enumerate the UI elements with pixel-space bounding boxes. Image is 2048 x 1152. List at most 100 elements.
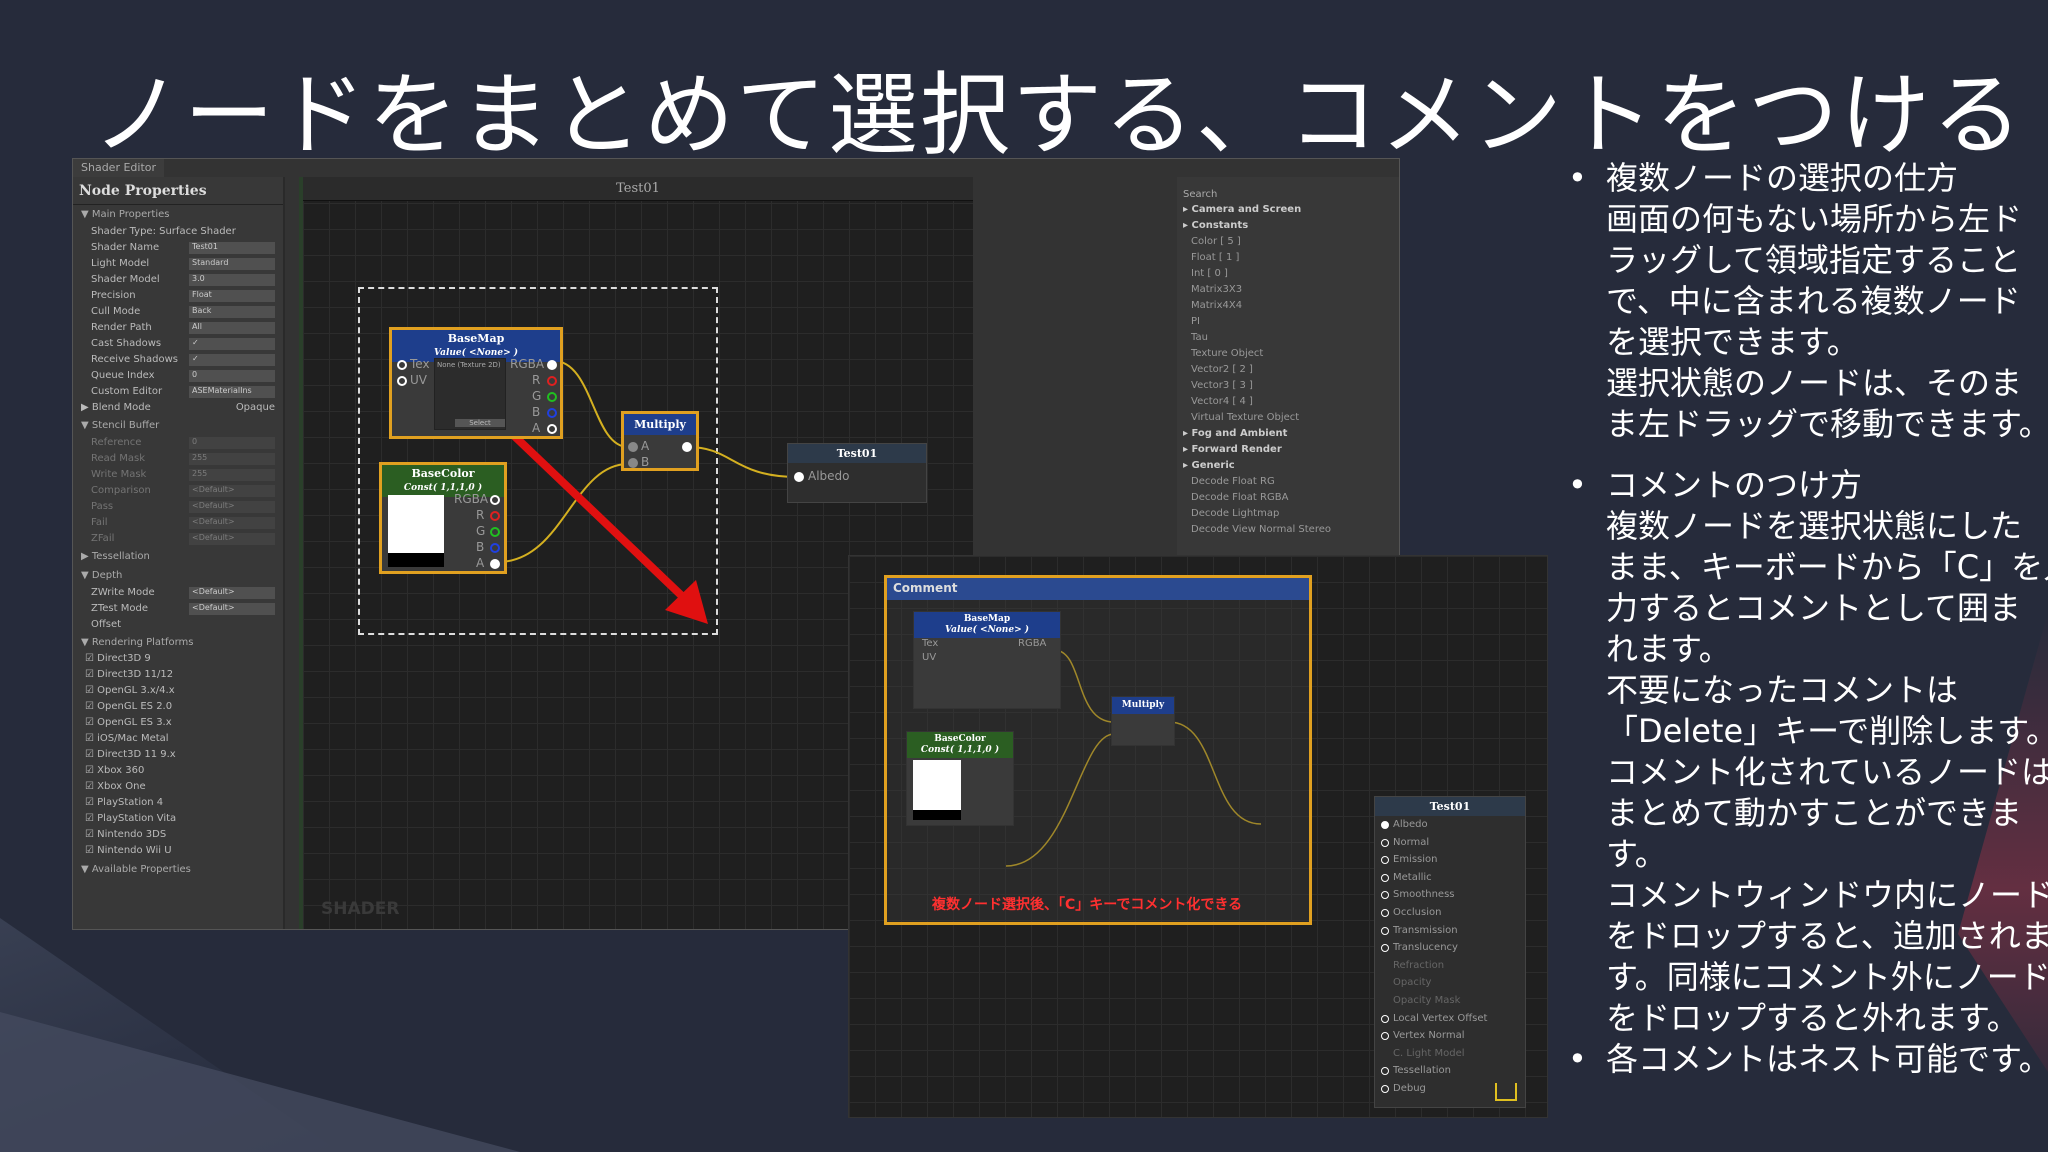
property-value[interactable]: 255 (189, 469, 275, 481)
output-port[interactable]: Occlusion (1375, 904, 1525, 922)
palette-category[interactable]: ▸ Camera and Screen (1183, 204, 1302, 215)
port-pin[interactable] (1381, 1014, 1389, 1023)
palette-item[interactable]: Virtual Texture Object (1191, 412, 1300, 423)
platform-checkbox[interactable]: ☑ PlayStation Vita (85, 813, 177, 824)
port-pin[interactable] (1381, 908, 1389, 917)
editor-tab[interactable]: Shader Editor (73, 159, 165, 177)
platform-checkbox[interactable]: ☑ OpenGL ES 3.x (85, 717, 172, 728)
select-button[interactable]: Select (455, 419, 505, 427)
property-value[interactable]: <Default> (189, 533, 275, 545)
palette-category[interactable]: ▸ Constants (1183, 220, 1249, 231)
r-output-pin[interactable] (490, 511, 500, 521)
platform-checkbox[interactable]: ☑ OpenGL ES 2.0 (85, 701, 173, 712)
property-value[interactable]: 3.0 (189, 274, 275, 286)
port-pin[interactable] (1381, 856, 1389, 865)
port-pin[interactable] (1381, 891, 1389, 900)
output-port[interactable]: Transmission (1375, 922, 1525, 940)
tessellation-header[interactable]: ▶ Tessellation (81, 551, 150, 562)
platform-checkbox[interactable]: ☑ Xbox One (85, 781, 146, 792)
palette-item[interactable]: Tau (1191, 332, 1208, 343)
output-port[interactable]: Refraction (1375, 957, 1525, 975)
output-port[interactable]: Vertex Normal (1375, 1027, 1525, 1045)
stencil-row[interactable]: Pass<Default> (73, 499, 283, 515)
property-value[interactable]: Test01 (189, 242, 275, 254)
property-value[interactable]: <Default> (189, 603, 275, 615)
property-value[interactable]: 0 (189, 437, 275, 449)
property-value[interactable]: Standard (189, 258, 275, 270)
property-row[interactable]: Cast Shadows✓ (73, 336, 283, 352)
palette-item[interactable]: Decode Float RGBA (1191, 492, 1289, 503)
b-output-pin[interactable] (490, 543, 500, 553)
platform-checkbox[interactable]: ☑ iOS/Mac Metal (85, 733, 169, 744)
depth-row[interactable]: ZWrite Mode<Default> (73, 585, 283, 601)
property-value[interactable]: ✓ (189, 338, 275, 350)
output-node[interactable]: Test01 Albedo (787, 443, 927, 503)
property-value[interactable]: Float (189, 290, 275, 302)
palette-item[interactable]: Decode Lightmap (1191, 508, 1280, 519)
a-output-pin[interactable] (547, 424, 557, 434)
port-pin[interactable] (1381, 838, 1389, 847)
output-port[interactable]: Metallic (1375, 869, 1525, 887)
main-properties-header[interactable]: ▼ Main Properties (81, 209, 170, 220)
palette-item[interactable]: Decode View Normal Stereo (1191, 524, 1331, 535)
palette-category[interactable]: ▸ Forward Render (1183, 444, 1282, 455)
property-value[interactable]: <Default> (189, 517, 275, 529)
platform-checkbox[interactable]: ☑ PlayStation 4 (85, 797, 164, 808)
output-port[interactable]: Opacity (1375, 974, 1525, 992)
depth-row[interactable]: ZTest Mode<Default> (73, 601, 283, 617)
multiply-node[interactable]: Multiply A B (621, 411, 699, 471)
property-value[interactable]: All (189, 322, 275, 334)
output-port[interactable]: Translucency (1375, 939, 1525, 957)
output-port[interactable]: Smoothness (1375, 886, 1525, 904)
platform-checkbox[interactable]: ☑ Nintendo 3DS (85, 829, 167, 840)
platform-checkbox[interactable]: ☑ Nintendo Wii U (85, 845, 172, 856)
platform-checkbox[interactable]: ☑ Direct3D 11/12 (85, 669, 174, 680)
g-output-pin[interactable] (490, 527, 500, 537)
r-output-pin[interactable] (547, 376, 557, 386)
property-row[interactable]: Receive Shadows✓ (73, 352, 283, 368)
platform-checkbox[interactable]: ☑ Xbox 360 (85, 765, 145, 776)
stencil-row[interactable]: Comparison<Default> (73, 483, 283, 499)
palette-item[interactable]: PI (1191, 316, 1200, 327)
stencil-header[interactable]: ▼ Stencil Buffer (81, 420, 160, 431)
color-swatch[interactable] (388, 495, 444, 567)
palette-item[interactable]: Decode Float RG (1191, 476, 1275, 487)
palette-item[interactable]: Matrix3X3 (1191, 284, 1243, 295)
palette-item[interactable]: Matrix4X4 (1191, 300, 1243, 311)
albedo-input-pin[interactable] (794, 472, 804, 482)
property-value[interactable]: <Default> (189, 501, 275, 513)
rgba-output-pin[interactable] (547, 360, 557, 370)
output-port[interactable]: Normal (1375, 834, 1525, 852)
tex-input-pin[interactable] (397, 360, 407, 370)
output-port[interactable]: Tessellation (1375, 1062, 1525, 1080)
available-properties-header[interactable]: ▼ Available Properties (81, 864, 191, 875)
save-icon[interactable] (1495, 1083, 1517, 1101)
multiply-b-input-pin[interactable] (628, 458, 638, 468)
output-port[interactable]: Local Vertex Offset (1375, 1010, 1525, 1028)
property-value[interactable]: Back (189, 306, 275, 318)
property-value[interactable]: 255 (189, 453, 275, 465)
platform-checkbox[interactable]: ☑ Direct3D 9 (85, 653, 151, 664)
uv-input-pin[interactable] (397, 376, 407, 386)
palette-item[interactable]: Int [ 0 ] (1191, 268, 1228, 279)
port-pin[interactable] (1381, 1084, 1389, 1093)
palette-item[interactable]: Color [ 5 ] (1191, 236, 1241, 247)
g-output-pin[interactable] (547, 392, 557, 402)
multiply-node[interactable]: Multiply (1111, 696, 1175, 746)
stencil-row[interactable]: Fail<Default> (73, 515, 283, 531)
port-pin[interactable] (1381, 873, 1389, 882)
palette-item[interactable]: Texture Object (1191, 348, 1264, 359)
